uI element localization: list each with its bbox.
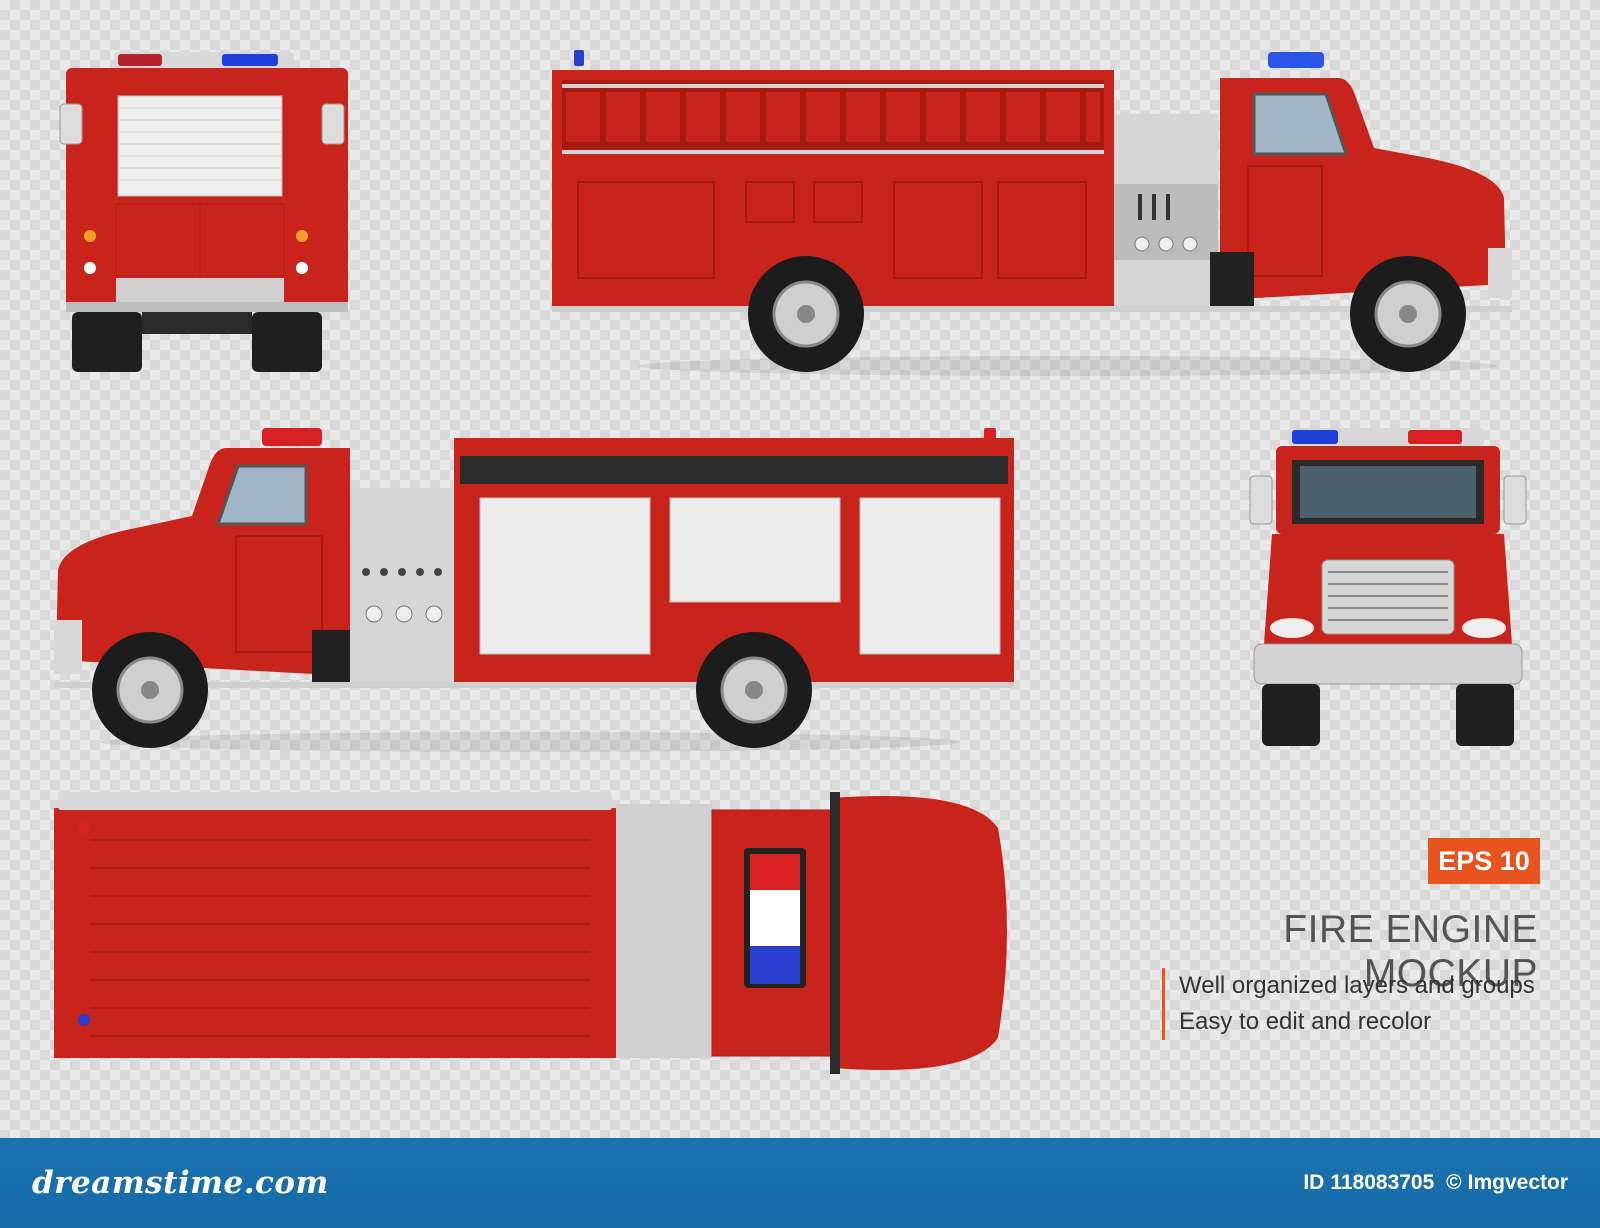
rear-view xyxy=(52,46,352,381)
feature-item: Easy to edit and recolor xyxy=(1179,1008,1432,1035)
feature-item: Well organized layers and groups xyxy=(1179,972,1535,999)
front-view xyxy=(1236,424,1540,759)
id-value: 118083705 xyxy=(1330,1171,1435,1194)
site-logo[interactable]: dreamstime.com xyxy=(32,1165,329,1201)
right-side-view xyxy=(548,48,1540,383)
author-link[interactable]: Imgvector xyxy=(1467,1171,1568,1194)
left-side-view xyxy=(50,424,1042,759)
eps-badge: EPS 10 xyxy=(1428,838,1540,884)
id-label: ID xyxy=(1303,1171,1325,1194)
copyright-icon: © xyxy=(1446,1171,1462,1194)
page-title: FIRE ENGINE MOCKUP xyxy=(1283,908,1538,995)
top-view xyxy=(50,788,1030,1088)
feature-list: Well organized layers and groups Easy to… xyxy=(1162,968,1559,1040)
